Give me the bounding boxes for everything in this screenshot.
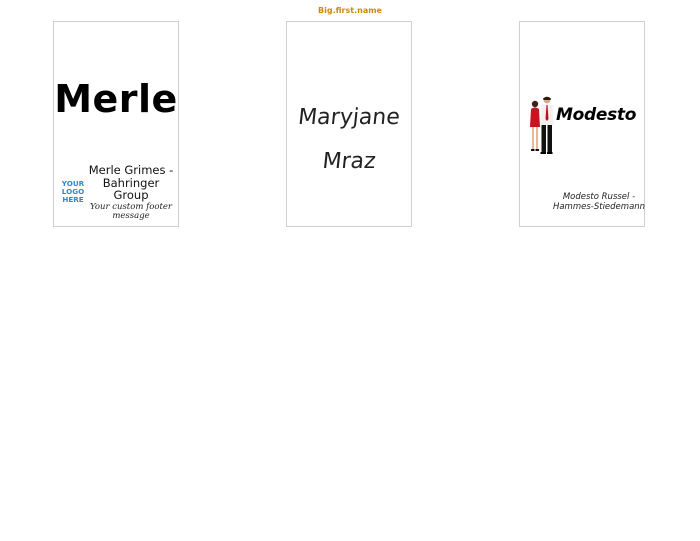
your-logo-here-icon: YOUR LOGO HERE bbox=[61, 179, 85, 204]
svg-text:LOGO: LOGO bbox=[62, 187, 84, 196]
full-name-company: Modesto Russel - Hammes-Stiedemann bbox=[552, 192, 646, 212]
svg-text:HERE: HERE bbox=[62, 195, 83, 204]
badge-card-modesto[interactable]: Modesto Modesto Russel - Hammes-Stiedema… bbox=[519, 21, 645, 227]
badge-card-merle[interactable]: Merle YOUR LOGO HERE Merle Grimes - Bahr… bbox=[53, 21, 179, 227]
business-people-image bbox=[530, 96, 554, 154]
last-name: Mraz bbox=[321, 149, 377, 174]
badge-card-maryjane[interactable]: Maryjane Mraz bbox=[286, 21, 412, 227]
handwritten-name: Maryjane Mraz bbox=[287, 96, 411, 184]
svg-text:YOUR: YOUR bbox=[61, 179, 85, 188]
big-first-name: Merle bbox=[54, 77, 178, 121]
first-name: Maryjane bbox=[296, 105, 402, 130]
page-title: Big.first.name bbox=[318, 6, 382, 15]
big-first-name: Modesto bbox=[556, 105, 637, 125]
full-name-company: Merle Grimes - Bahringer Group bbox=[88, 163, 174, 202]
footer-message: Your custom footer message bbox=[89, 202, 172, 221]
